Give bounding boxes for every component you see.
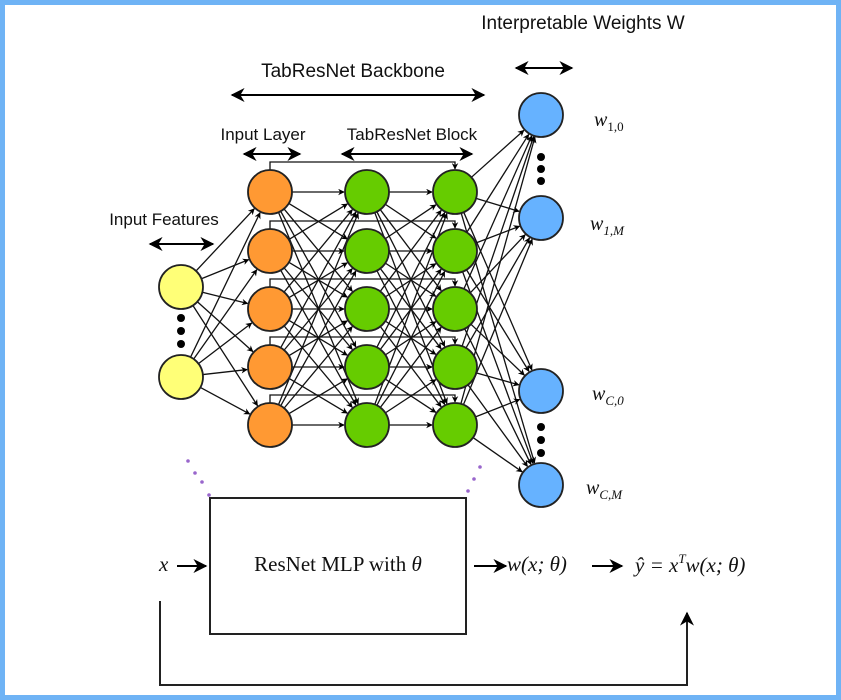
weight-node [518,368,564,414]
edge [189,212,261,358]
weight-label-wCM: wC,M [586,477,623,502]
edge [376,270,446,406]
edge [192,305,259,407]
resnet-mlp-box-label: ResNet MLP with θ [254,552,422,576]
weights-top-ellipsis-icon [537,153,545,185]
edge [379,326,442,408]
edge [472,437,523,473]
edge [470,323,525,376]
pipeline-input-x: x [158,552,169,576]
block-node-a [344,344,390,390]
edge [195,208,255,272]
block-node-b [432,169,478,215]
skip-connection [269,161,459,170]
edge [467,384,528,467]
edge [202,291,249,306]
input-layer-node [247,286,293,332]
edge [466,133,530,233]
edge [384,204,437,240]
edge [193,269,258,360]
edge [469,234,526,294]
input-layer-node [247,228,293,274]
input-node [158,354,204,400]
block-node-b [432,402,478,448]
block-node-b [432,286,478,332]
edge [288,203,348,241]
edge [379,209,442,292]
block-node-b [432,344,478,390]
input-layer-label: Input Layer [220,125,305,144]
block-node-a [344,286,390,332]
input-layer-node [247,402,293,448]
edge [476,372,520,387]
skip-connection [269,394,459,403]
weight-label-w1M: w1,M [590,213,625,238]
weight-label-w10: w1,0 [594,109,624,134]
block-node-a [344,169,390,215]
edge [475,225,521,244]
input-features-label: Input Features [109,210,219,229]
edge [288,378,348,415]
input-layer-node [247,344,293,390]
edge [200,386,251,415]
edge [385,379,437,414]
zoom-connector-left [186,459,211,497]
weight-label-wC0: wC,0 [592,383,624,408]
edge [475,197,520,213]
backbone-label: TabResNet Backbone [261,61,445,82]
edge [465,237,531,349]
edge [463,211,533,371]
edge [202,366,248,376]
skip-connection [269,220,459,229]
edge [280,211,357,349]
skip-connection [269,278,459,287]
block-node-b [432,228,478,274]
resnet-mlp-box [209,497,467,635]
prediction-equation: ŷ = xTw(x; θ) [633,551,745,577]
weights-bottom-ellipsis-icon [537,423,545,457]
input-bypass-connection [159,601,694,686]
edge [283,209,353,293]
network-nodes [158,92,564,508]
weight-node [518,92,564,138]
edge [196,301,254,353]
weights-function-label: w(x; θ) [507,552,567,576]
input-layer-node [247,169,293,215]
weight-node [518,462,564,508]
input-ellipsis-icon [177,314,185,348]
input-node [158,264,204,310]
edge [463,135,533,290]
skip-connection [269,336,459,345]
zoom-connector-right [466,465,482,493]
edge [201,258,250,280]
edge [376,211,446,348]
block-node-a [344,228,390,274]
block-node-a [344,402,390,448]
block-label: TabResNet Block [347,125,478,144]
edge [475,398,521,418]
edge [198,322,253,365]
weight-node [518,195,564,241]
edge [280,270,357,407]
residual-skip-connections [269,161,459,403]
edge [470,129,525,178]
interpretable-weights-label: Interpretable Weights W [481,13,685,34]
